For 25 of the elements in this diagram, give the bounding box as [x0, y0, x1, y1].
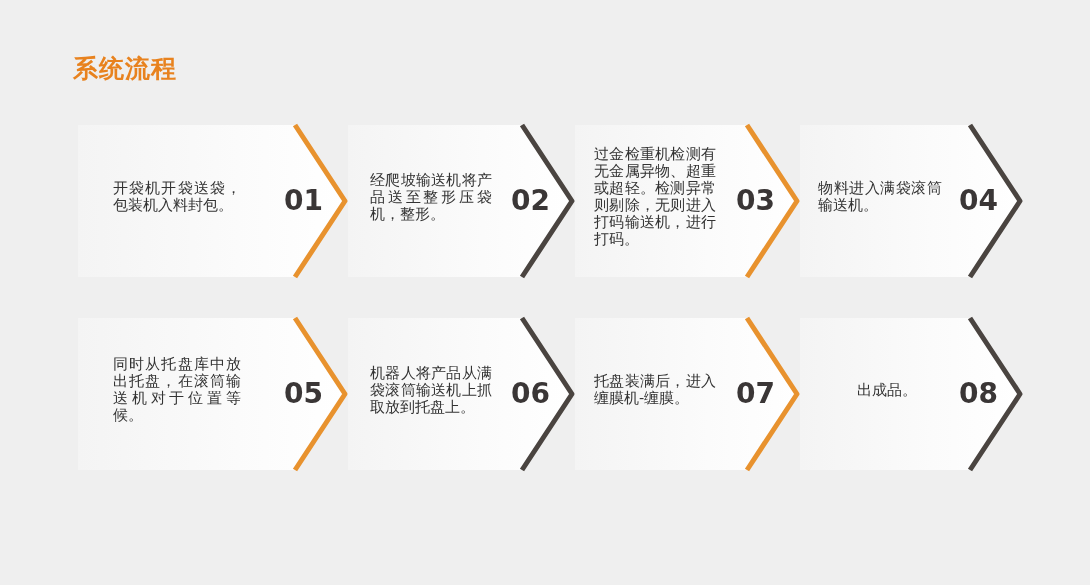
step-description: 同时从托盘库中放出托盘，在滚筒输送机对于位置等候。 [113, 356, 241, 424]
title: 系统流程 [73, 53, 177, 85]
step-description: 机器人将产品从满袋滚筒输送机上抓取放到托盘上。 [370, 365, 492, 416]
chevron-step [800, 125, 1020, 277]
chevron-step [78, 318, 345, 470]
chevron-step [78, 125, 345, 277]
step-number: 02 [511, 185, 550, 217]
chevron-step [575, 125, 797, 277]
step-number: 06 [511, 378, 550, 410]
chevron-step [348, 318, 572, 470]
step-description: 过金检重机检测有无金属异物、超重或超轻。检测异常则剔除，无则进入打码输送机，进行打码。 [594, 146, 716, 248]
step-number: 08 [959, 378, 998, 410]
chevron-step [348, 125, 572, 277]
step-number: 04 [959, 185, 998, 217]
step-number: 01 [284, 185, 323, 217]
step-description: 经爬坡输送机将产品送至整形压袋机，整形。 [370, 172, 492, 223]
step-description: 开袋机开袋送袋，包装机入料封包。 [113, 180, 241, 214]
step-description: 托盘装满后，进入缠膜机-缠膜。 [594, 373, 716, 407]
step-description: 物料进入满袋滚筒输送机。 [818, 180, 942, 214]
step-description: 出成品。 [857, 382, 917, 399]
step-number: 03 [736, 185, 775, 217]
chevron-step [800, 318, 1020, 470]
chevron-step [575, 318, 797, 470]
step-number: 05 [284, 378, 323, 410]
step-number: 07 [736, 378, 775, 410]
